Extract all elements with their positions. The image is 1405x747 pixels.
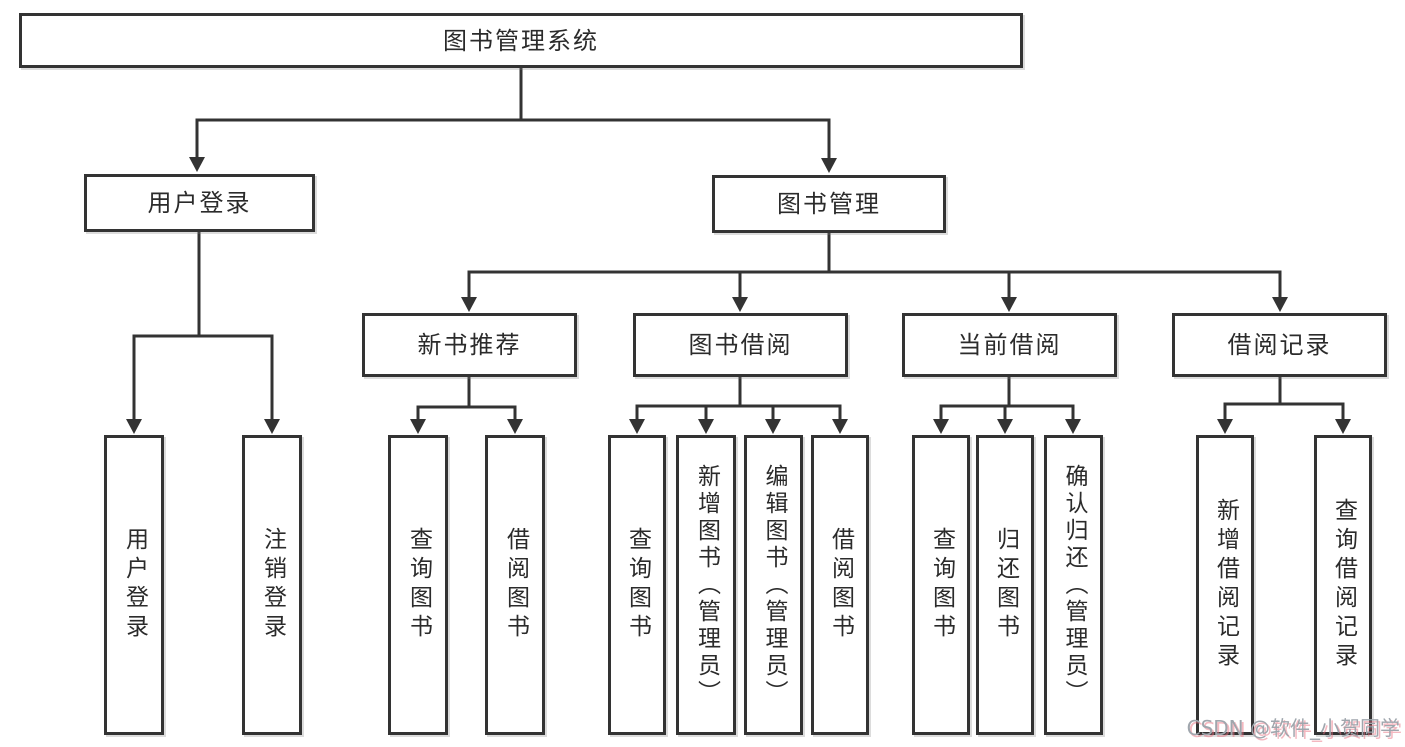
node-root: 图书管理系统 xyxy=(19,13,1023,68)
arrowhead xyxy=(765,419,781,434)
leaf-logout: 注销登录 xyxy=(242,435,302,735)
arrowhead xyxy=(126,419,142,434)
arrowhead xyxy=(1272,297,1288,312)
leaf-borrow-query: 查询图书 xyxy=(608,435,666,735)
leaf-current-confirm-admin-label: 确认归还（管理员） xyxy=(1061,463,1087,707)
arrowhead xyxy=(832,419,848,434)
node-root-label: 图书管理系统 xyxy=(443,26,599,55)
node-current-borrow-label: 当前借阅 xyxy=(957,331,1062,359)
leaf-records-add: 新增借阅记录 xyxy=(1196,435,1254,735)
connector-bookmgmt-to-level3 xyxy=(467,233,1282,300)
connector-root-to-level2 xyxy=(195,68,831,161)
arrowhead xyxy=(1065,419,1081,434)
node-book-mgmt-label: 图书管理 xyxy=(777,190,881,218)
node-borrow-records: 借阅记录 xyxy=(1172,313,1387,377)
node-new-books: 新书推荐 xyxy=(362,313,577,377)
leaf-borrow-query-label: 查询图书 xyxy=(624,527,651,643)
arrowhead xyxy=(732,297,748,312)
node-book-borrow: 图书借阅 xyxy=(633,313,848,377)
leaf-newbooks-borrow-label: 借阅图书 xyxy=(502,527,529,643)
node-book-mgmt: 图书管理 xyxy=(712,175,946,233)
leaf-user-login: 用户登录 xyxy=(104,435,164,735)
arrowhead xyxy=(933,419,949,434)
leaf-newbooks-borrow: 借阅图书 xyxy=(485,435,545,735)
leaf-newbooks-query: 查询图书 xyxy=(388,435,448,735)
watermark: CSDN @软件_小贺同学 xyxy=(1186,716,1400,740)
leaf-current-query-label: 查询图书 xyxy=(928,527,955,643)
connector-records-to-children xyxy=(1223,377,1345,422)
leaf-logout-label: 注销登录 xyxy=(259,527,286,643)
leaf-records-query: 查询借阅记录 xyxy=(1314,435,1372,735)
node-borrow-records-label: 借阅记录 xyxy=(1227,331,1332,359)
leaf-records-query-label: 查询借阅记录 xyxy=(1330,498,1357,672)
leaf-current-return-label: 归还图书 xyxy=(992,527,1019,643)
node-user-login-label: 用户登录 xyxy=(147,189,252,217)
arrowhead xyxy=(1335,419,1351,434)
connector-currentborrow-to-children xyxy=(939,377,1075,422)
leaf-current-return: 归还图书 xyxy=(976,435,1034,735)
arrowhead xyxy=(264,419,280,434)
connector-userlogin-to-children xyxy=(132,232,274,422)
leaf-newbooks-query-label: 查询图书 xyxy=(405,527,432,643)
node-current-borrow: 当前借阅 xyxy=(902,313,1117,377)
leaf-current-confirm-admin: 确认归还（管理员） xyxy=(1044,435,1103,735)
leaf-borrow-add-admin: 新增图书（管理员） xyxy=(676,435,736,735)
arrowhead xyxy=(410,419,426,434)
arrowhead xyxy=(461,297,477,312)
leaf-borrow-borrow: 借阅图书 xyxy=(811,435,869,735)
arrowhead xyxy=(698,419,714,434)
leaf-borrow-edit-admin-label: 编辑图书（管理员） xyxy=(761,463,787,707)
leaf-borrow-edit-admin: 编辑图书（管理员） xyxy=(744,435,803,735)
leaf-user-login-label: 用户登录 xyxy=(121,527,148,643)
arrowhead xyxy=(821,158,837,173)
connector-newbooks-to-children xyxy=(416,377,517,422)
arrowhead xyxy=(997,419,1013,434)
arrowhead xyxy=(189,157,205,172)
arrowhead xyxy=(507,419,523,434)
arrowhead xyxy=(1001,297,1017,312)
leaf-borrow-borrow-label: 借阅图书 xyxy=(827,527,854,643)
arrowhead xyxy=(1217,419,1233,434)
leaf-current-query: 查询图书 xyxy=(912,435,970,735)
node-new-books-label: 新书推荐 xyxy=(417,331,522,359)
connector-bookborrow-to-children xyxy=(635,377,842,422)
arrowhead xyxy=(629,419,645,434)
leaf-borrow-add-admin-label: 新增图书（管理员） xyxy=(693,463,720,707)
leaf-records-add-label: 新增借阅记录 xyxy=(1212,498,1239,672)
node-user-login: 用户登录 xyxy=(84,174,315,232)
node-book-borrow-label: 图书借阅 xyxy=(688,331,793,359)
